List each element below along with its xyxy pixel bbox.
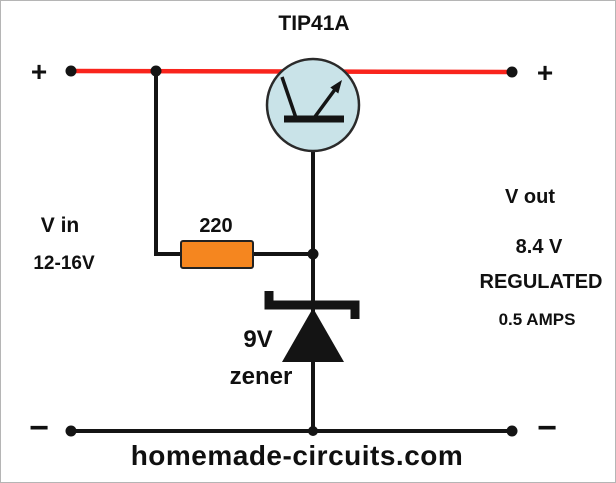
plus-terminal-left: + <box>31 56 47 87</box>
vout-voltage-label: 8.4 V <box>516 236 563 258</box>
plus-terminal-right: + <box>537 57 553 88</box>
transistor-label: TIP41A <box>278 12 349 35</box>
vin-range-label: 12-16V <box>33 253 95 274</box>
transistor-body <box>265 57 361 153</box>
zener-anode-triangle <box>282 308 344 362</box>
vin-label: V in <box>41 214 80 237</box>
junction-dot-resistor-node <box>307 248 319 260</box>
watermark-text: homemade-circuits.com <box>131 440 464 471</box>
vout-label: V out <box>505 186 555 208</box>
terminal-dot-top-right <box>506 66 518 78</box>
zener-type-label: zener <box>230 363 293 390</box>
vout-regulated-label: REGULATED <box>480 271 603 293</box>
zener-diode-symbol <box>264 291 360 362</box>
zener-cathode-bar <box>264 291 360 319</box>
terminal-dot-top-left <box>65 65 77 77</box>
transistor-collector-lead <box>280 76 298 119</box>
base-branch-wire <box>154 71 181 256</box>
minus-terminal-right: − <box>537 409 557 447</box>
terminal-dot-bottom-right <box>506 425 518 437</box>
resistor-body <box>180 240 254 269</box>
vout-current-label: 0.5 AMPS <box>499 310 576 329</box>
transistor-symbol <box>280 76 344 123</box>
junction-dot-rail-base <box>150 65 162 77</box>
terminal-dot-bottom-left <box>65 425 77 437</box>
junction-dots <box>65 65 518 437</box>
minus-terminal-left: − <box>29 409 49 447</box>
resistor-value-label: 220 <box>199 215 232 237</box>
junction-dot-ground-node <box>308 426 318 436</box>
zener-voltage-label: 9V <box>243 326 272 353</box>
transistor-emitter-arrow-icon <box>330 80 342 94</box>
